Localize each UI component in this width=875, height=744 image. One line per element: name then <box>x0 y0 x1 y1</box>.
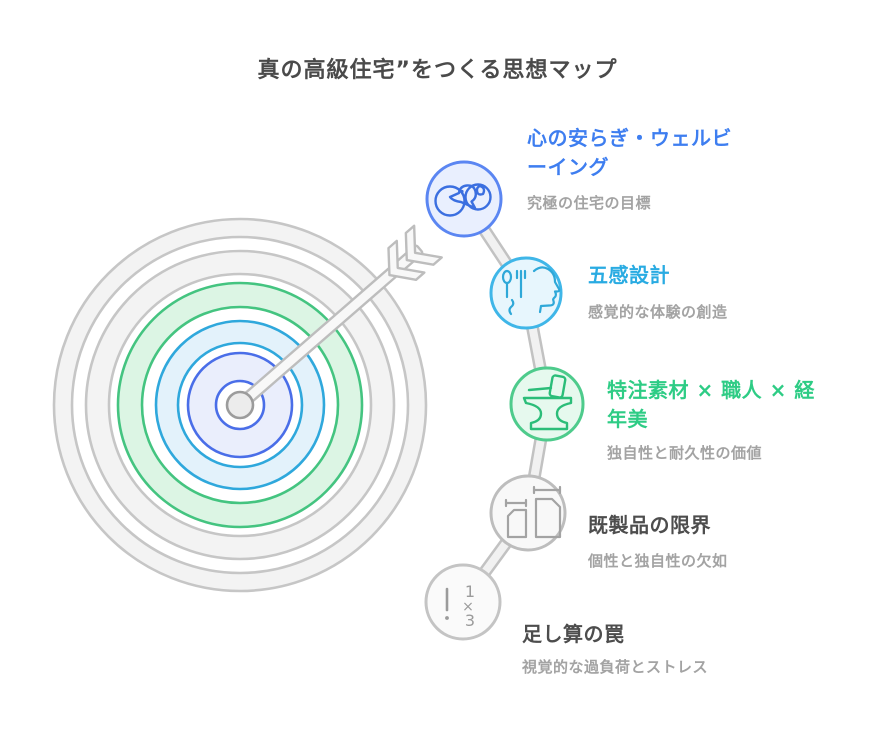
node-sublabel-wellbeing: 究極の住宅の目標 <box>527 194 652 212</box>
node-ready-made-limit <box>489 474 567 552</box>
node-sublabel-five-senses: 感覚的な体験の創造 <box>588 303 728 321</box>
senses-face-icon <box>501 266 561 316</box>
node-label-wellbeing: 心の安らぎ・ウェルビーイング <box>527 126 732 179</box>
node-sublabel-custom-craft: 独自性と耐久性の価値 <box>607 444 763 462</box>
node-label-five-senses: 五感設計 <box>588 263 670 287</box>
bullseye-center-dot <box>225 390 255 420</box>
warning-multiply-icon: 1 × 3 <box>445 582 475 630</box>
glyph-times: × <box>462 599 474 615</box>
page-title: 真の高級住宅”をつくる思想マップ <box>257 58 618 83</box>
node-sublabel-ready-made-limit: 個性と独自性の欠如 <box>588 552 728 570</box>
node-custom-craft <box>509 366 585 442</box>
node-label-addition-trap: 足し算の罠 <box>522 622 625 646</box>
node-wellbeing <box>425 160 503 238</box>
node-five-senses <box>489 256 563 330</box>
glyph-one: 1 <box>465 582 475 601</box>
bird-icon <box>434 183 492 217</box>
measured-boxes-icon <box>504 485 562 539</box>
node-addition-trap: 1 × 3 <box>424 563 502 641</box>
node-label-custom-craft: 特注素材 × 職人 × 経年美 <box>607 378 815 431</box>
glyph-three: 3 <box>465 611 475 630</box>
node-sublabel-addition-trap: 視覚的な過負荷とストレス <box>522 658 709 676</box>
node-label-ready-made-limit: 既製品の限界 <box>588 513 711 537</box>
anvil-hammer-icon <box>522 374 573 431</box>
